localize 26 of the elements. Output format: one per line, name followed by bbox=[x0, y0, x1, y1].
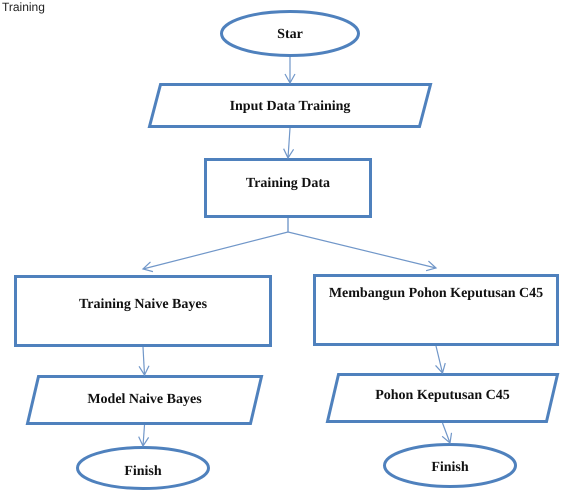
output-parallelogram bbox=[326, 373, 559, 423]
process-box bbox=[204, 158, 372, 218]
process-box bbox=[14, 275, 272, 347]
node-label: Finish bbox=[431, 459, 469, 477]
note-text: Training bbox=[2, 0, 45, 14]
end-terminal bbox=[383, 443, 517, 488]
node-label: Star bbox=[277, 26, 303, 44]
arrow bbox=[138, 346, 150, 376]
arrow bbox=[442, 422, 452, 444]
arrow bbox=[287, 218, 437, 272]
start-terminal bbox=[220, 10, 360, 57]
input-parallelogram bbox=[148, 83, 432, 128]
node-label: Training Naive Bayes bbox=[78, 296, 208, 314]
arrow bbox=[284, 57, 296, 84]
arrow bbox=[283, 128, 294, 159]
node-label: Finish bbox=[124, 463, 162, 481]
arrow bbox=[138, 424, 150, 447]
node-label: Training Data bbox=[246, 175, 330, 193]
end-terminal bbox=[76, 446, 210, 490]
node-label: Membangun Pohon Keputusan C45 bbox=[328, 285, 544, 303]
node-label: Pohon Keputusan C45 bbox=[375, 387, 510, 405]
output-parallelogram bbox=[26, 375, 263, 425]
node-label: Input Data Training bbox=[230, 98, 350, 116]
node-label: Model Naive Bayes bbox=[87, 391, 202, 409]
process-box bbox=[313, 274, 559, 346]
arrow bbox=[434, 346, 446, 374]
